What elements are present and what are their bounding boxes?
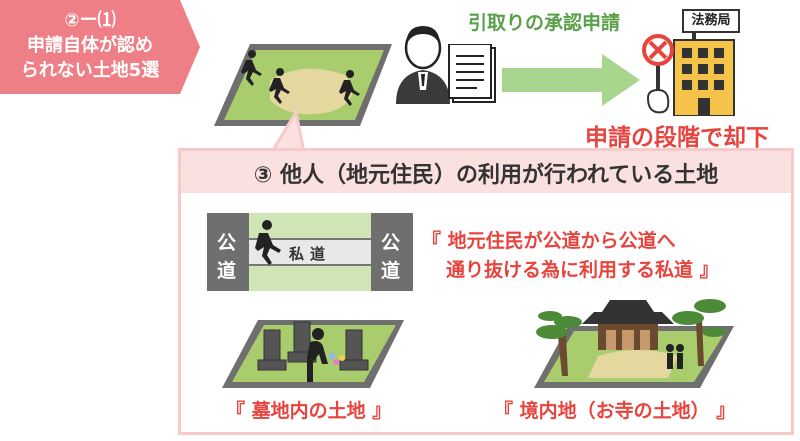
office-sign: 法務局: [682, 9, 740, 33]
private-road-diagram: [207, 213, 413, 291]
temple-grounds-illustration: [534, 299, 734, 388]
rejection-text: 申請の段階で却下: [585, 125, 769, 151]
flow-arrow-icon: [502, 54, 640, 106]
application-document-icon: [448, 44, 496, 103]
private-road-quote-line2: 通り抜ける為に利用する私道 』: [446, 259, 719, 281]
flowers-icon: [329, 353, 345, 365]
public-road-left-1: 公: [217, 232, 237, 254]
land-with-people-illustration: [214, 44, 392, 126]
private-road-quote-line1: 『 地元住民が公道から公道へ: [422, 230, 676, 252]
graveyard-quote: 『 墓地内の土地 』: [226, 400, 392, 422]
badge-line-1: ②ー⑴: [64, 10, 116, 31]
applicant-person-icon: [396, 26, 450, 104]
pine-tree-icon: [536, 311, 582, 376]
badge-line-3: られない土地5選: [20, 60, 160, 81]
section-badge-text: ②ー⑴ 申請自体が認め られない土地5選: [0, 8, 180, 83]
badge-line-2: 申請自体が認め: [27, 35, 153, 56]
pine-tree-icon: [672, 299, 726, 366]
runner-icon: [269, 68, 290, 104]
section-badge: [0, 0, 200, 94]
temple-quote: 『 境内地（お寺の土地） 』: [494, 400, 736, 422]
public-road-right-2: 道: [381, 260, 401, 282]
visitor-people-icon: [666, 344, 684, 369]
runner-icon: [339, 70, 360, 106]
temple-building-icon: [582, 300, 674, 350]
office-building-icon: [642, 32, 735, 116]
praying-person-icon: [307, 328, 328, 382]
reject-sign-icon: [642, 34, 674, 114]
walking-person-icon: [255, 220, 281, 265]
private-road-label: 私道: [289, 245, 332, 263]
application-label: 引取りの承認申請: [468, 12, 621, 34]
public-road-left-2: 道: [217, 260, 237, 282]
public-road-right-1: 公: [381, 232, 401, 254]
panel-title: ③ 他人（地元住民）の利用が行われている土地: [253, 163, 719, 188]
runner-icon: [241, 50, 262, 86]
graveyard-illustration: [222, 320, 404, 388]
panel-header: [181, 151, 791, 193]
